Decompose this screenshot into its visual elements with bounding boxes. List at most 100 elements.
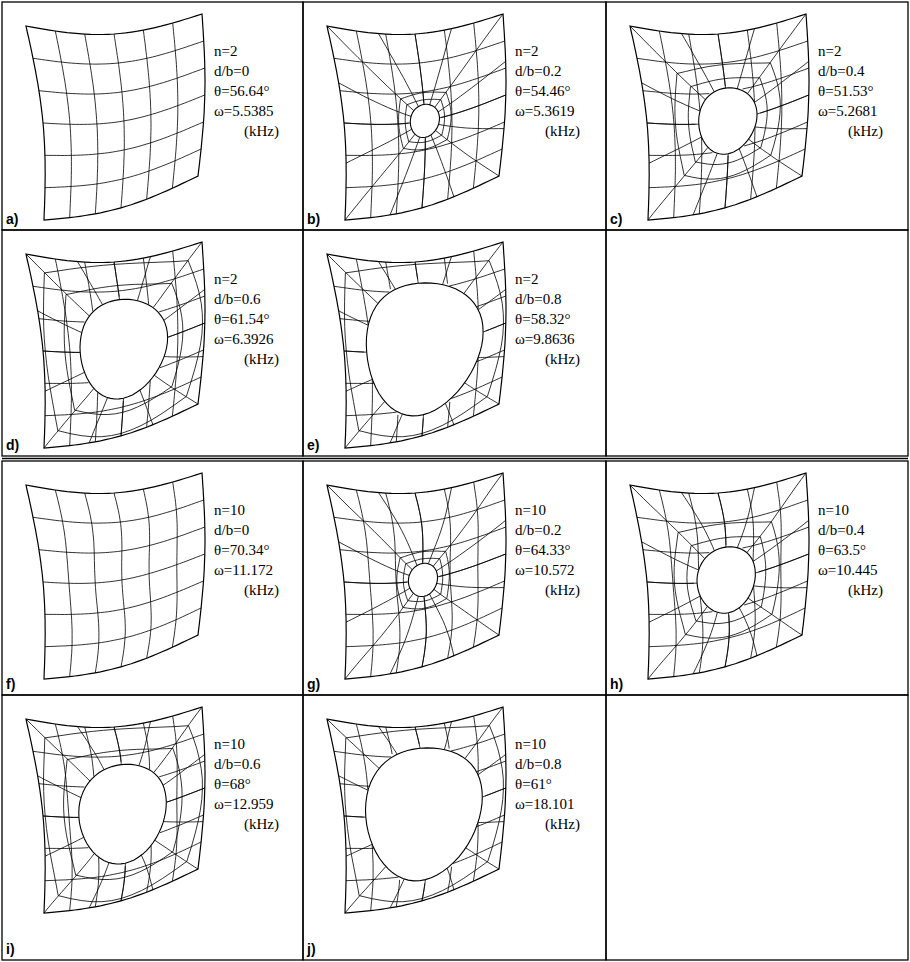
- panel-letter: f): [6, 676, 15, 692]
- parameter-label: θ=58.32°: [515, 310, 570, 328]
- parameter-label: θ=51.53°: [818, 82, 873, 100]
- mesh-line: [334, 286, 390, 292]
- table-cell: [303, 695, 606, 960]
- mesh-line: [26, 719, 90, 781]
- mesh-line: [114, 727, 121, 765]
- mesh-line: [440, 95, 506, 118]
- parameter-label: θ=61°: [515, 775, 552, 793]
- mesh-line: [438, 554, 506, 577]
- result-panel: n=2d/b=0.2θ=54.46°ω=5.3619(kHz)b): [303, 2, 606, 230]
- parameter-label: d/b=0.2: [515, 521, 561, 539]
- result-panel: n=10d/b=0θ=70.34°ω=11.172(kHz)f): [2, 461, 303, 695]
- mesh-line: [345, 401, 385, 448]
- parameter-label: θ=56.64°: [214, 82, 269, 100]
- mesh-line: [478, 822, 504, 823]
- mesh-line: [346, 129, 412, 163]
- cutout-edge: [79, 764, 167, 864]
- mesh-line: [754, 61, 808, 102]
- parameter-label: n=10: [214, 735, 245, 753]
- mesh-line: [465, 707, 503, 759]
- mesh-line: [45, 847, 89, 849]
- mesh-line: [153, 242, 202, 308]
- mesh-line: [345, 593, 413, 679]
- mesh-line: [648, 147, 708, 220]
- mesh-line: [45, 149, 201, 188]
- mesh-line: [39, 319, 85, 322]
- cutout-edge: [699, 88, 757, 154]
- unit-label: (kHz): [545, 581, 580, 599]
- mesh-line: [415, 262, 418, 283]
- mesh-line: [45, 581, 204, 615]
- mesh-line: [693, 612, 717, 674]
- mesh-line: [345, 726, 504, 902]
- mesh-line: [699, 137, 702, 213]
- shell-outline: [26, 242, 205, 448]
- mesh-line: [390, 414, 402, 443]
- mesh-line: [85, 727, 94, 776]
- mesh-line: [43, 816, 78, 817]
- mesh-line: [725, 613, 729, 667]
- unit-label: (kHz): [545, 815, 580, 833]
- unit-label: (kHz): [244, 581, 279, 599]
- mesh-line: [682, 34, 715, 92]
- mesh-line: [748, 598, 802, 635]
- mesh-line: [344, 816, 366, 817]
- mesh-line: [379, 34, 419, 107]
- shell-outline: [327, 707, 506, 913]
- parameter-label: ω=5.2681: [818, 102, 878, 120]
- mesh-line: [143, 30, 151, 199]
- mesh-line: [95, 392, 97, 441]
- mesh-line: [688, 78, 767, 165]
- panel-letter: c): [610, 211, 622, 227]
- shell-outline: [26, 473, 205, 679]
- mesh-line: [435, 130, 499, 176]
- mesh-line: [44, 261, 203, 437]
- table-cell: [303, 2, 606, 230]
- mesh-line: [434, 589, 499, 635]
- mesh-line: [45, 122, 204, 156]
- unit-label: (kHz): [545, 122, 580, 140]
- mesh-line: [160, 350, 204, 368]
- panel-letter: h): [610, 676, 623, 692]
- mesh-line: [428, 488, 451, 564]
- parameter-label: d/b=0: [214, 62, 249, 80]
- mesh-line: [371, 845, 373, 910]
- mesh-line: [437, 583, 504, 587]
- parameter-label: θ=63.5°: [818, 541, 866, 559]
- mesh-line: [718, 34, 726, 88]
- parameter-label: θ=54.46°: [515, 82, 570, 100]
- table-cell: [303, 461, 606, 695]
- mesh-line: [334, 751, 391, 757]
- table-cell: [2, 2, 303, 230]
- parameter-label: ω=5.5385: [214, 102, 274, 120]
- parameter-label: n=10: [515, 501, 546, 519]
- mesh-line: [464, 242, 503, 294]
- mesh-line: [483, 323, 506, 332]
- mesh-line: [386, 262, 391, 289]
- mesh-line: [478, 357, 504, 358]
- mesh-line: [687, 537, 766, 624]
- mesh-line: [642, 542, 699, 570]
- mesh-line: [379, 262, 396, 290]
- mesh-line: [649, 608, 805, 647]
- parameter-label: n=10: [515, 735, 546, 753]
- mesh-line: [345, 261, 504, 437]
- mesh-line: [689, 34, 700, 110]
- mesh-line: [344, 582, 408, 584]
- mesh-line: [630, 485, 705, 559]
- mesh-line: [444, 722, 451, 750]
- mesh-line: [344, 123, 410, 125]
- mesh-line: [431, 135, 454, 197]
- mesh-line: [43, 554, 205, 583]
- mesh-line: [739, 149, 757, 197]
- mesh-line: [346, 877, 398, 881]
- table-cell: [2, 695, 303, 960]
- mesh-line: [755, 127, 807, 129]
- mesh-line: [345, 866, 386, 913]
- parameter-label: d/b=0.4: [818, 521, 864, 539]
- cutout-edge: [80, 299, 168, 399]
- mesh-line: [143, 489, 151, 658]
- mesh-line: [147, 381, 151, 428]
- parameter-label: ω=6.3926: [214, 330, 274, 348]
- cutout-edge: [410, 104, 439, 137]
